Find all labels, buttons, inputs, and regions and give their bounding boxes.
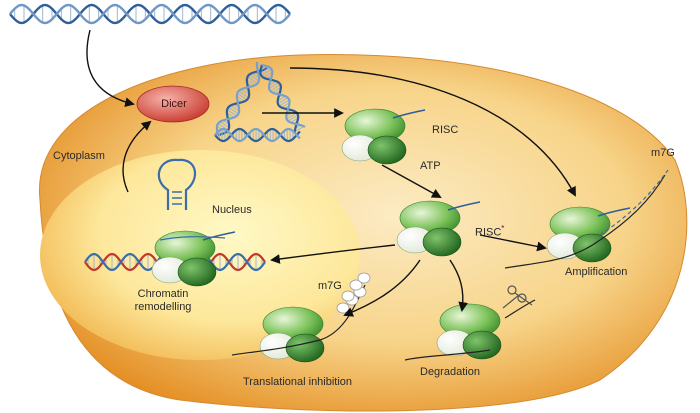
dsrna-triangle (214, 61, 306, 143)
arrow-dna-to-dicer (86, 29, 135, 107)
arrows (86, 29, 576, 317)
mrna-degradation-fragment (504, 299, 536, 319)
arrow-riscstar-to-degradation (449, 259, 469, 312)
dna-helix-top (9, 3, 291, 25)
chromatin-line1: Chromatin (137, 288, 189, 300)
risc-nuclear-complex (151, 230, 236, 287)
risc-complex-top (341, 108, 426, 165)
dicer-label: Dicer (161, 98, 187, 110)
arrow-riscstar-to-amplification (479, 234, 547, 252)
arrow-riscstar-to-translation (343, 259, 421, 317)
m7g-label-right: m7G (651, 147, 675, 159)
mrna-degradation (404, 349, 491, 361)
translational-inhibition-label: Translational inhibition (243, 376, 353, 388)
dicer-enzyme (136, 85, 210, 123)
ribosomes (336, 272, 371, 314)
arrow-top-to-amplification (289, 67, 576, 197)
risc-label: RISC (432, 124, 459, 136)
chromatin-line2: remodelling (134, 301, 192, 313)
arrow-riscstar-to-nucleus (270, 244, 396, 264)
degradation-label: Degradation (420, 366, 480, 378)
mrna-amplification (504, 174, 666, 269)
hairpin-rna (157, 158, 196, 210)
risc-star-mark: * (501, 224, 505, 233)
scissors-icon (502, 285, 533, 309)
mrna-strands (159, 169, 669, 361)
amplification-label: Amplification (565, 266, 628, 278)
mrna-amplification-dashed (599, 169, 669, 236)
risc-star-label: RISC* (475, 222, 504, 240)
arrow-risc-to-riscstar (381, 164, 442, 198)
m7g-label-bottom: m7G (318, 280, 342, 292)
arrow-hairpin-to-dicer (122, 120, 152, 193)
mrna-translation (231, 284, 366, 356)
risc-star-text: RISC (475, 226, 502, 239)
risc-translation-complex (259, 306, 325, 363)
cytoplasm-label: Cytoplasm (53, 150, 105, 162)
chromatin-label: Chromatin remodelling (118, 288, 208, 314)
risc-degradation-complex (436, 303, 502, 360)
mrna-nuclear-top (159, 236, 226, 241)
nucleus-label: Nucleus (212, 204, 252, 216)
risc-amplification-complex (546, 206, 631, 263)
atp-label: ATP (420, 160, 441, 172)
risc-star-complex (396, 200, 481, 257)
